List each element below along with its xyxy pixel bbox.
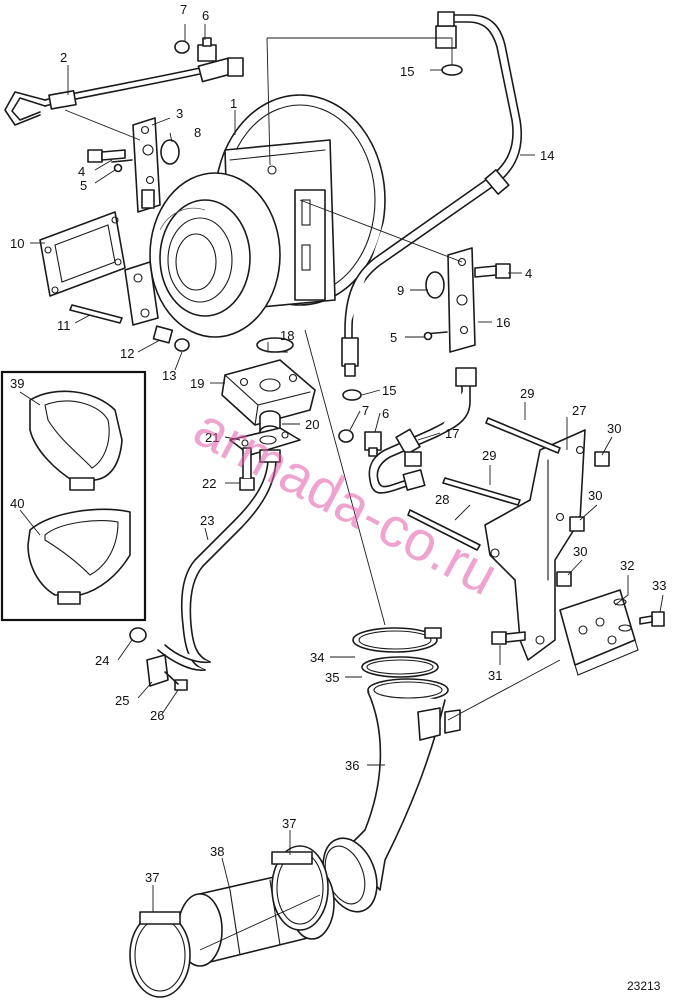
plate-32 [559,589,639,676]
callout: 6 [382,406,389,421]
callout: 7 [180,2,187,17]
bracket-27 [484,429,586,661]
callout: 4 [78,164,85,179]
callout: 12 [120,346,134,361]
callout: 25 [115,693,129,708]
bolt-31 [491,631,526,645]
callout: 23 [200,513,214,528]
callout: 2 [60,50,67,65]
inset-heat-shields [0,370,147,622]
callout: 36 [345,758,359,773]
oil-pipe-left [4,57,244,126]
callout: 6 [202,8,209,23]
clamp-37-upper [271,845,329,931]
callout: 17 [445,426,459,441]
callout: 9 [397,283,404,298]
callout: 28 [435,492,449,507]
callout: 30 [588,488,602,503]
callout: 29 [482,448,496,463]
callout: 26 [150,708,164,723]
callout: 21 [205,430,219,445]
vclamp-34 [352,627,442,653]
oil-pipe-17 [368,367,477,494]
clamp-24-26 [129,627,188,691]
heat-shield-39 [29,390,123,491]
studs-11-13 [69,304,190,352]
callout-labels: 1 2 3 4 4 5 5 6 6 7 7 8 9 10 11 12 13 14… [10,2,666,885]
bolt-33 [639,611,665,627]
callout: 15 [400,64,414,79]
callout: 34 [310,650,324,665]
callout: 33 [652,578,666,593]
turbocharger [124,94,386,338]
ring-35 [361,656,439,678]
callout: 31 [488,668,502,683]
nuts-30 [556,451,610,587]
leader-lines [19,24,664,951]
rods-28-29 [407,417,561,551]
oil-pipe-14 [341,11,522,401]
oil-pipe-23 [157,449,281,671]
callout: 5 [390,330,397,345]
callout: 24 [95,653,109,668]
callout: 29 [520,386,534,401]
bolts-left [87,149,133,173]
callout: 38 [210,844,224,859]
callout: 8 [194,125,201,140]
clamp-37-lower [129,911,191,998]
callout: 4 [525,266,532,281]
callout: 7 [362,403,369,418]
callout: 3 [176,106,183,121]
bolt-22 [239,447,255,491]
fitting-6-mid [338,429,382,457]
callout: 13 [162,368,176,383]
callout: 35 [325,670,339,685]
callout: 11 [57,318,71,333]
callout: 37 [145,870,159,885]
callout: 37 [282,816,296,831]
fitting-6-top [174,37,217,62]
plate-16 [423,247,511,353]
callout: 30 [573,544,587,559]
callout: 16 [496,315,510,330]
drawing-number: 23213 [627,979,661,993]
callout: 39 [10,376,24,391]
callout: 1 [230,96,237,111]
callout: 32 [620,558,634,573]
callout: 27 [572,403,586,418]
callout: 22 [202,476,216,491]
callout: 15 [382,383,396,398]
callout: 18 [280,328,294,343]
gasket-10 [39,211,126,297]
callout: 19 [190,376,204,391]
callout: 30 [607,421,621,436]
elbow-36 [322,678,461,913]
callout: 10 [10,236,24,251]
callout: 5 [80,178,87,193]
heat-shield-40 [27,508,131,605]
plate-3 [132,117,180,213]
callout: 20 [305,417,319,432]
callout: 14 [540,148,554,163]
callout: 40 [10,496,24,511]
